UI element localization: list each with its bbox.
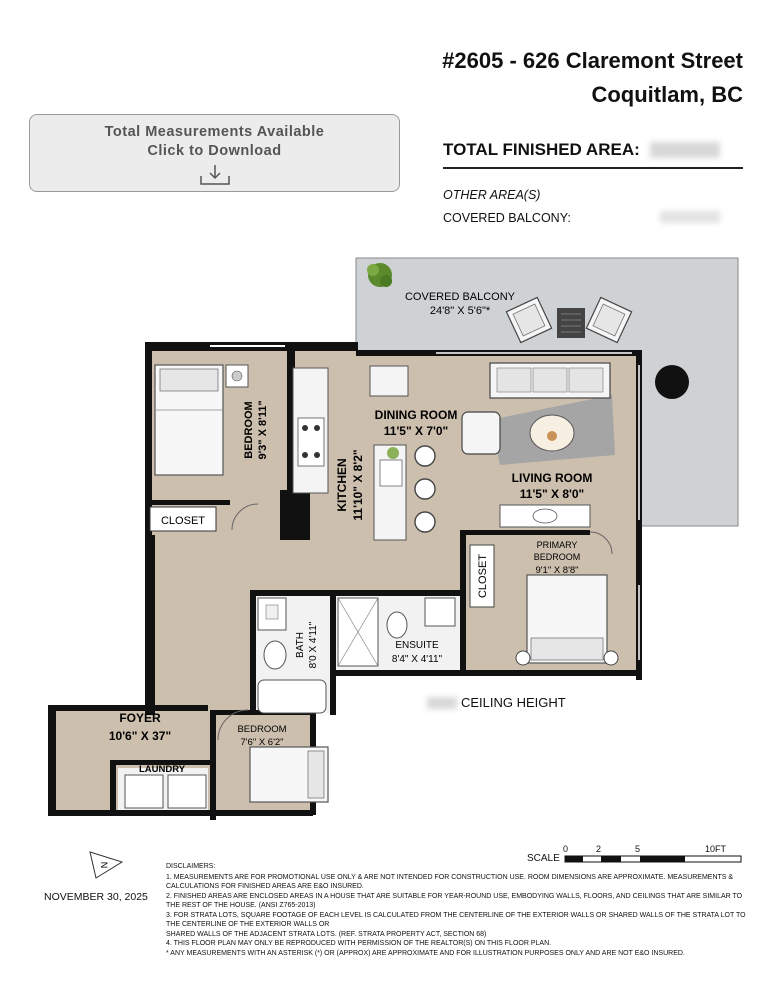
- sofa-icon: [489, 362, 611, 399]
- room-name-dining: DINING ROOM: [375, 408, 458, 422]
- disclaimer-line: 3. FOR STRATA LOTS, SQUARE FOOTAGE OF EA…: [166, 911, 746, 929]
- room-name-kitchen: KITCHEN: [335, 458, 349, 511]
- kitchen-island: [373, 444, 407, 541]
- covered-balcony-area-label: COVERED BALCONY:: [443, 211, 571, 225]
- room-name-foyer: FOYER: [119, 711, 161, 725]
- bed-icon: [526, 574, 608, 664]
- center-floor: [250, 530, 465, 595]
- room-name-primary-2: BEDROOM: [534, 552, 581, 562]
- disclaimer-line: SHARED WALLS OF THE ADJACENT STRATA LOTS…: [166, 930, 487, 938]
- room-dims-dining: 11'5" X 7'0": [384, 424, 448, 438]
- bathtub-icon: [257, 679, 327, 714]
- bed-icon: [154, 364, 224, 476]
- plan-date: NOVEMBER 30, 2025: [44, 891, 148, 903]
- scale-label: SCALE: [527, 853, 560, 864]
- balcony-table-icon: [557, 308, 585, 338]
- scale-tick-0: 0: [563, 844, 569, 854]
- toilet-icon: [263, 640, 287, 670]
- toilet-icon: [386, 611, 408, 639]
- room-dims-living: 11'5" X 8'0": [520, 487, 584, 501]
- room-dims-primary: 9'1" X 8'8": [535, 565, 578, 576]
- disclaimers: DISCLAIMERS: 1. MEASUREMENTS ARE FOR PRO…: [166, 862, 746, 958]
- hall-floor: [150, 530, 250, 720]
- room-name-bedroom-2: BEDROOM: [237, 724, 286, 735]
- closet-bedroom-1: [149, 506, 217, 532]
- room-name-living: LIVING ROOM: [512, 471, 593, 485]
- balcony-chair-icon: [505, 296, 553, 344]
- room-dims-bath: 8'0 X 4'11": [308, 621, 319, 668]
- stool-icon: [414, 445, 436, 533]
- balcony-chair-icon: [585, 296, 633, 344]
- fridge: [369, 365, 409, 397]
- download-measurements-button[interactable]: Total Measurements Available Click to Do…: [29, 114, 400, 192]
- burners: [302, 425, 320, 458]
- fruit-bowl: [387, 447, 399, 459]
- vanity-icon: [424, 597, 456, 627]
- other-areas-label: OTHER AREA(S): [443, 188, 541, 202]
- area-divider: [443, 167, 743, 169]
- coffee-table-icon: [529, 414, 575, 452]
- room-name-covered-balcony: COVERED BALCONY: [405, 291, 516, 303]
- sink-icon: [379, 459, 403, 487]
- ceiling-height-label: CEILING HEIGHT: [461, 695, 566, 710]
- room-dims-covered-balcony: 24'8" X 5'6"*: [430, 305, 491, 317]
- address-line-2: Coquitlam, BC: [591, 82, 743, 107]
- room-name-bedroom-1: BEDROOM: [243, 401, 255, 458]
- download-box-line-2: Click to Download: [147, 143, 282, 159]
- north-arrow-icon: N: [89, 851, 124, 879]
- nightstand: [515, 650, 619, 666]
- address-line-1: #2605 - 626 Claremont Street: [442, 48, 743, 73]
- disclaimers-heading: DISCLAIMERS:: [166, 863, 216, 870]
- closet-primary: [469, 544, 495, 608]
- armchair-icon: [461, 411, 501, 455]
- scale-tick-10: 10FT: [705, 844, 727, 854]
- room-name-closet-1: CLOSET: [161, 515, 205, 527]
- svg-text:N: N: [99, 862, 109, 869]
- room-name-primary-1: PRIMARY: [537, 540, 578, 550]
- covered-balcony-value-redacted: [660, 211, 720, 223]
- room-dims-foyer: 10'6" X 37": [109, 729, 171, 743]
- room-name-laundry: LAUNDRY: [139, 764, 186, 775]
- room-name-ensuite: ENSUITE: [395, 640, 439, 651]
- total-finished-area-label: TOTAL FINISHED AREA:: [443, 140, 640, 159]
- scale-bar: [564, 855, 742, 863]
- room-name-closet-2: CLOSET: [477, 554, 489, 598]
- ceiling-height-value-redacted: [427, 697, 457, 709]
- disclaimer-line: * ANY MEASUREMENTS WITH AN ASTERISK (*) …: [166, 949, 685, 957]
- plant-icon: [367, 263, 392, 287]
- room-name-bath: BATH: [295, 632, 306, 658]
- washer-icon: [124, 774, 164, 809]
- total-finished-area-value-redacted: [650, 142, 720, 158]
- dryer-icon: [167, 774, 207, 809]
- room-dims-bedroom-1: 9'3" X 8'11": [257, 400, 269, 459]
- disclaimer-line: 2. FINISHED AREAS ARE ENCLOSED AREAS IN …: [166, 892, 743, 910]
- disclaimer-line: 4. THIS FLOOR PLAN MAY ONLY BE REPRODUCE…: [166, 940, 552, 947]
- room-dims-ensuite: 8'4" X 4'11": [392, 654, 443, 665]
- room-dims-kitchen: 11'10" X 8'2": [351, 449, 365, 520]
- cooktop-icon: [297, 417, 325, 467]
- download-box-line-1: Total Measurements Available: [104, 124, 325, 140]
- balcony-column: [655, 365, 689, 399]
- room-dims-bedroom-2: 7'6" X 6'2": [240, 737, 283, 748]
- scale-tick-2: 2: [596, 844, 602, 854]
- download-icon: [199, 165, 230, 185]
- scale-tick-5: 5: [635, 844, 641, 854]
- disclaimer-line: 1. MEASUREMENTS ARE FOR PROMOTIONAL USE …: [166, 873, 734, 891]
